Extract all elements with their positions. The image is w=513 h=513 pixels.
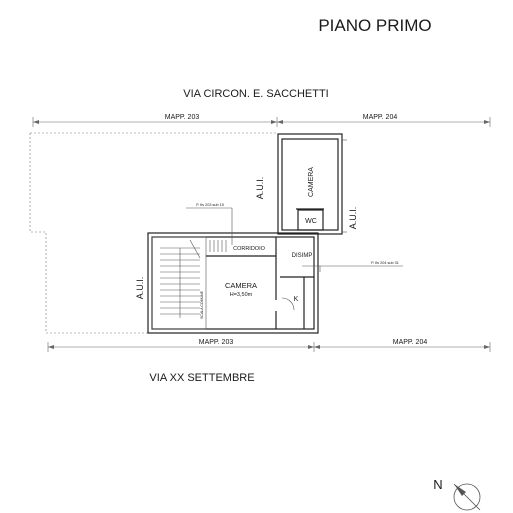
room-camera-height: H=3,50m — [230, 292, 253, 298]
aui-center: A.U.I. — [255, 177, 265, 200]
room-disimp: DISIMP — [292, 253, 313, 259]
room-wc: WC — [305, 218, 317, 225]
aui-right: A.U.I. — [348, 207, 358, 230]
street-top: VIA CIRCON. E. SACCHETTI — [183, 88, 328, 100]
dim-bottom-left: MAPP. 203 — [199, 339, 234, 346]
main-block-walls — [147, 232, 319, 334]
north-label: N — [433, 477, 442, 492]
adjacent-property-outline — [29, 132, 277, 334]
right-wing-walls — [277, 133, 347, 235]
aui-left: A.U.I. — [135, 277, 145, 300]
parcel-leaders — [186, 207, 403, 272]
room-camera-main: CAMERA — [225, 281, 257, 290]
room-k: K — [294, 296, 299, 303]
top-dimension-line — [32, 117, 491, 127]
room-camera-top: CAMERA — [308, 167, 315, 197]
street-bottom: VIA XX SETTEMBRE — [149, 372, 254, 384]
parcel-204-label: P. fis 204 sub 31 — [371, 261, 399, 265]
room-corridoio: CORRIDOIO — [233, 246, 266, 252]
parcel-203-label: P. fis 203 sub 15 — [196, 203, 224, 207]
north-arrow-icon — [453, 483, 481, 511]
dim-top-right: MAPP. 204 — [363, 114, 398, 121]
bottom-dimension-line — [47, 342, 491, 352]
dim-top-left: MAPP. 203 — [165, 114, 200, 121]
dim-bottom-right: MAPP. 204 — [393, 339, 428, 346]
room-scala: SCALA COMUNE — [200, 290, 204, 318]
plan-title: PIANO PRIMO — [318, 16, 431, 35]
